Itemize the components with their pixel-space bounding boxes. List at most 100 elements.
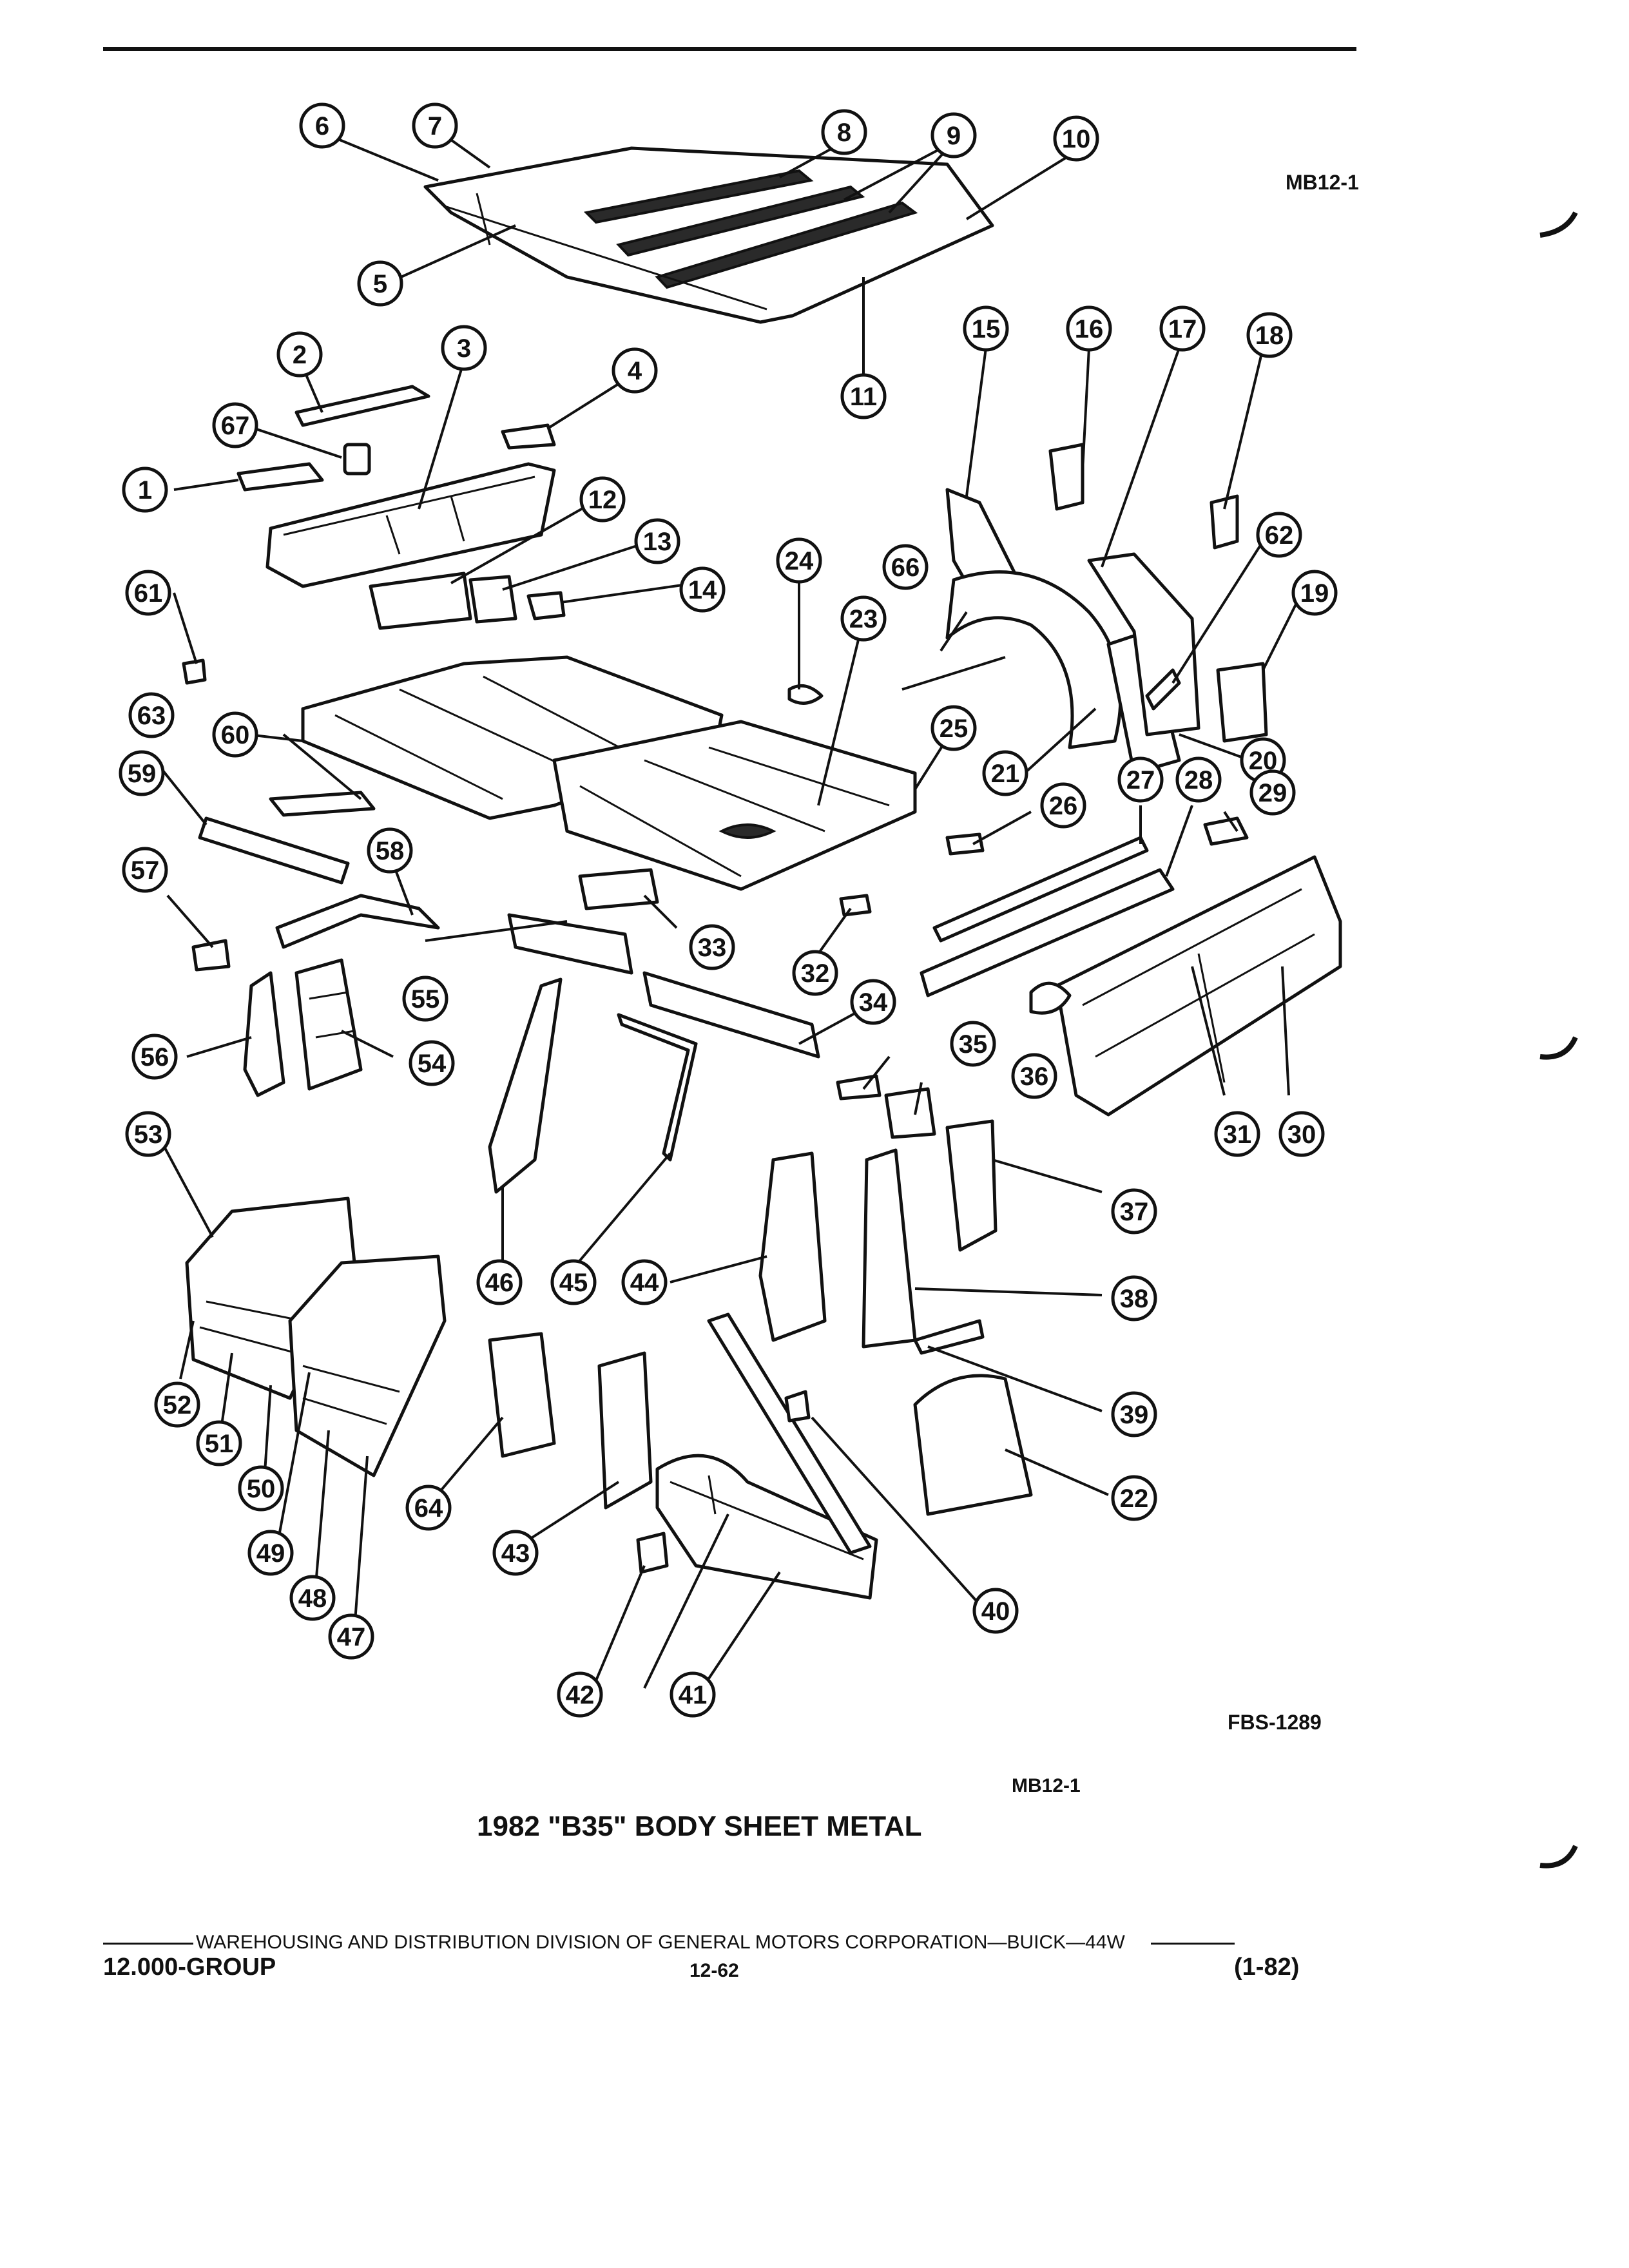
callout-label: 51	[205, 1430, 234, 1458]
dash-brackets	[369, 572, 566, 630]
callout-44: 44	[621, 1259, 668, 1305]
callout-circle	[1159, 305, 1206, 352]
callout-label: 52	[163, 1391, 192, 1419]
edge-mark	[1539, 211, 1578, 238]
callout-37: 37	[1111, 1188, 1157, 1235]
callout-circle	[621, 1259, 668, 1305]
callout-label: 64	[414, 1494, 443, 1523]
callout-circle	[441, 325, 487, 371]
callout-27: 27	[1117, 756, 1164, 803]
callout-label: 37	[1120, 1198, 1149, 1226]
callout-circle	[850, 979, 896, 1025]
callout-circle	[1111, 1275, 1157, 1321]
callout-64: 64	[405, 1485, 452, 1531]
callout-circle	[930, 112, 977, 159]
callout-label: 44	[630, 1269, 659, 1297]
callout-36: 36	[1011, 1053, 1057, 1099]
figure-code-bottom: MB12-1	[1012, 1775, 1081, 1796]
callout-9: 9	[930, 112, 977, 159]
callout-1: 1	[122, 466, 168, 513]
callout-7: 7	[412, 102, 458, 149]
callout-circle	[1011, 1053, 1057, 1099]
callout-label: 54	[418, 1050, 447, 1078]
callout-32: 32	[792, 950, 838, 996]
callout-40: 40	[972, 1588, 1019, 1634]
callout-circle	[357, 260, 403, 307]
callout-label: 30	[1287, 1120, 1316, 1149]
callout-label: 48	[298, 1584, 327, 1613]
rear-panels	[488, 971, 936, 1194]
callout-56: 56	[131, 1033, 178, 1080]
callout-label: 59	[128, 760, 157, 788]
callout-circle	[212, 711, 258, 758]
callout-42: 42	[557, 1671, 603, 1718]
callout-58: 58	[367, 827, 413, 874]
callout-circle	[679, 566, 726, 613]
callout-label: 18	[1255, 322, 1284, 350]
callout-label: 29	[1258, 779, 1287, 807]
callout-label: 27	[1126, 766, 1155, 794]
callout-25: 25	[930, 705, 977, 751]
center-small-panels	[578, 832, 985, 917]
callout-16: 16	[1066, 305, 1112, 352]
footer-group: 12.000-GROUP	[103, 1954, 276, 1981]
callout-circle	[1175, 756, 1222, 803]
callout-26: 26	[1040, 782, 1086, 829]
floor-pan	[301, 655, 917, 891]
callout-label: 12	[588, 486, 617, 514]
callout-label: 9	[947, 122, 961, 150]
callout-label: 21	[991, 760, 1020, 788]
callout-11: 11	[840, 373, 887, 419]
callout-circle	[299, 102, 345, 149]
callout-34: 34	[850, 979, 896, 1025]
footer-publisher: WAREHOUSING AND DISTRIBUTION DIVISION OF…	[196, 1932, 1125, 1953]
right-sills	[920, 836, 1175, 997]
callout-circle	[579, 476, 626, 523]
callout-label: 5	[373, 270, 387, 298]
callout-15: 15	[963, 305, 1009, 352]
callout-circle	[1111, 1188, 1157, 1235]
callout-label: 62	[1265, 521, 1294, 550]
callout-label: 7	[428, 112, 442, 140]
callout-circle	[792, 950, 838, 996]
callout-circle	[1249, 769, 1296, 816]
diagram-title: 1982 "B35" BODY SHEET METAL	[477, 1811, 922, 1842]
callout-circle	[982, 750, 1028, 796]
callout-label: 15	[972, 315, 1001, 343]
callout-23: 23	[840, 595, 887, 642]
callout-label: 42	[566, 1681, 595, 1709]
callout-35: 35	[950, 1021, 996, 1067]
callout-label: 28	[1184, 766, 1213, 794]
center-pillars	[243, 913, 633, 1097]
callout-label: 67	[221, 412, 250, 440]
callout-circle	[1111, 1475, 1157, 1521]
leader-lines	[153, 134, 1303, 1689]
callout-circle	[154, 1381, 200, 1428]
callout-41: 41	[670, 1671, 716, 1718]
callout-circle	[776, 537, 822, 584]
callout-circle	[634, 518, 680, 564]
callout-label: 25	[940, 715, 969, 743]
callout-label: 45	[559, 1269, 588, 1297]
right-wheelhouse	[945, 443, 1268, 775]
callout-label: 57	[131, 856, 160, 885]
figure-code-fbs: FBS-1289	[1228, 1711, 1322, 1734]
callout-43: 43	[492, 1530, 539, 1576]
callout-label: 17	[1168, 315, 1197, 343]
callout-label: 61	[134, 579, 163, 608]
callout-label: 8	[837, 119, 851, 147]
callout-label: 53	[134, 1120, 163, 1149]
callout-label: 58	[376, 837, 405, 865]
callout-circle	[550, 1259, 597, 1305]
callout-label: 2	[293, 341, 307, 369]
callout-circle	[122, 847, 168, 893]
callout-circle	[821, 109, 867, 155]
callout-label: 55	[411, 985, 440, 1014]
callout-circle	[1278, 1111, 1325, 1157]
callout-24: 24	[776, 537, 822, 584]
footer-revision: (1-82)	[1234, 1954, 1300, 1981]
callout-circle	[412, 102, 458, 149]
callout-59: 59	[119, 750, 165, 796]
callout-19: 19	[1291, 570, 1338, 616]
